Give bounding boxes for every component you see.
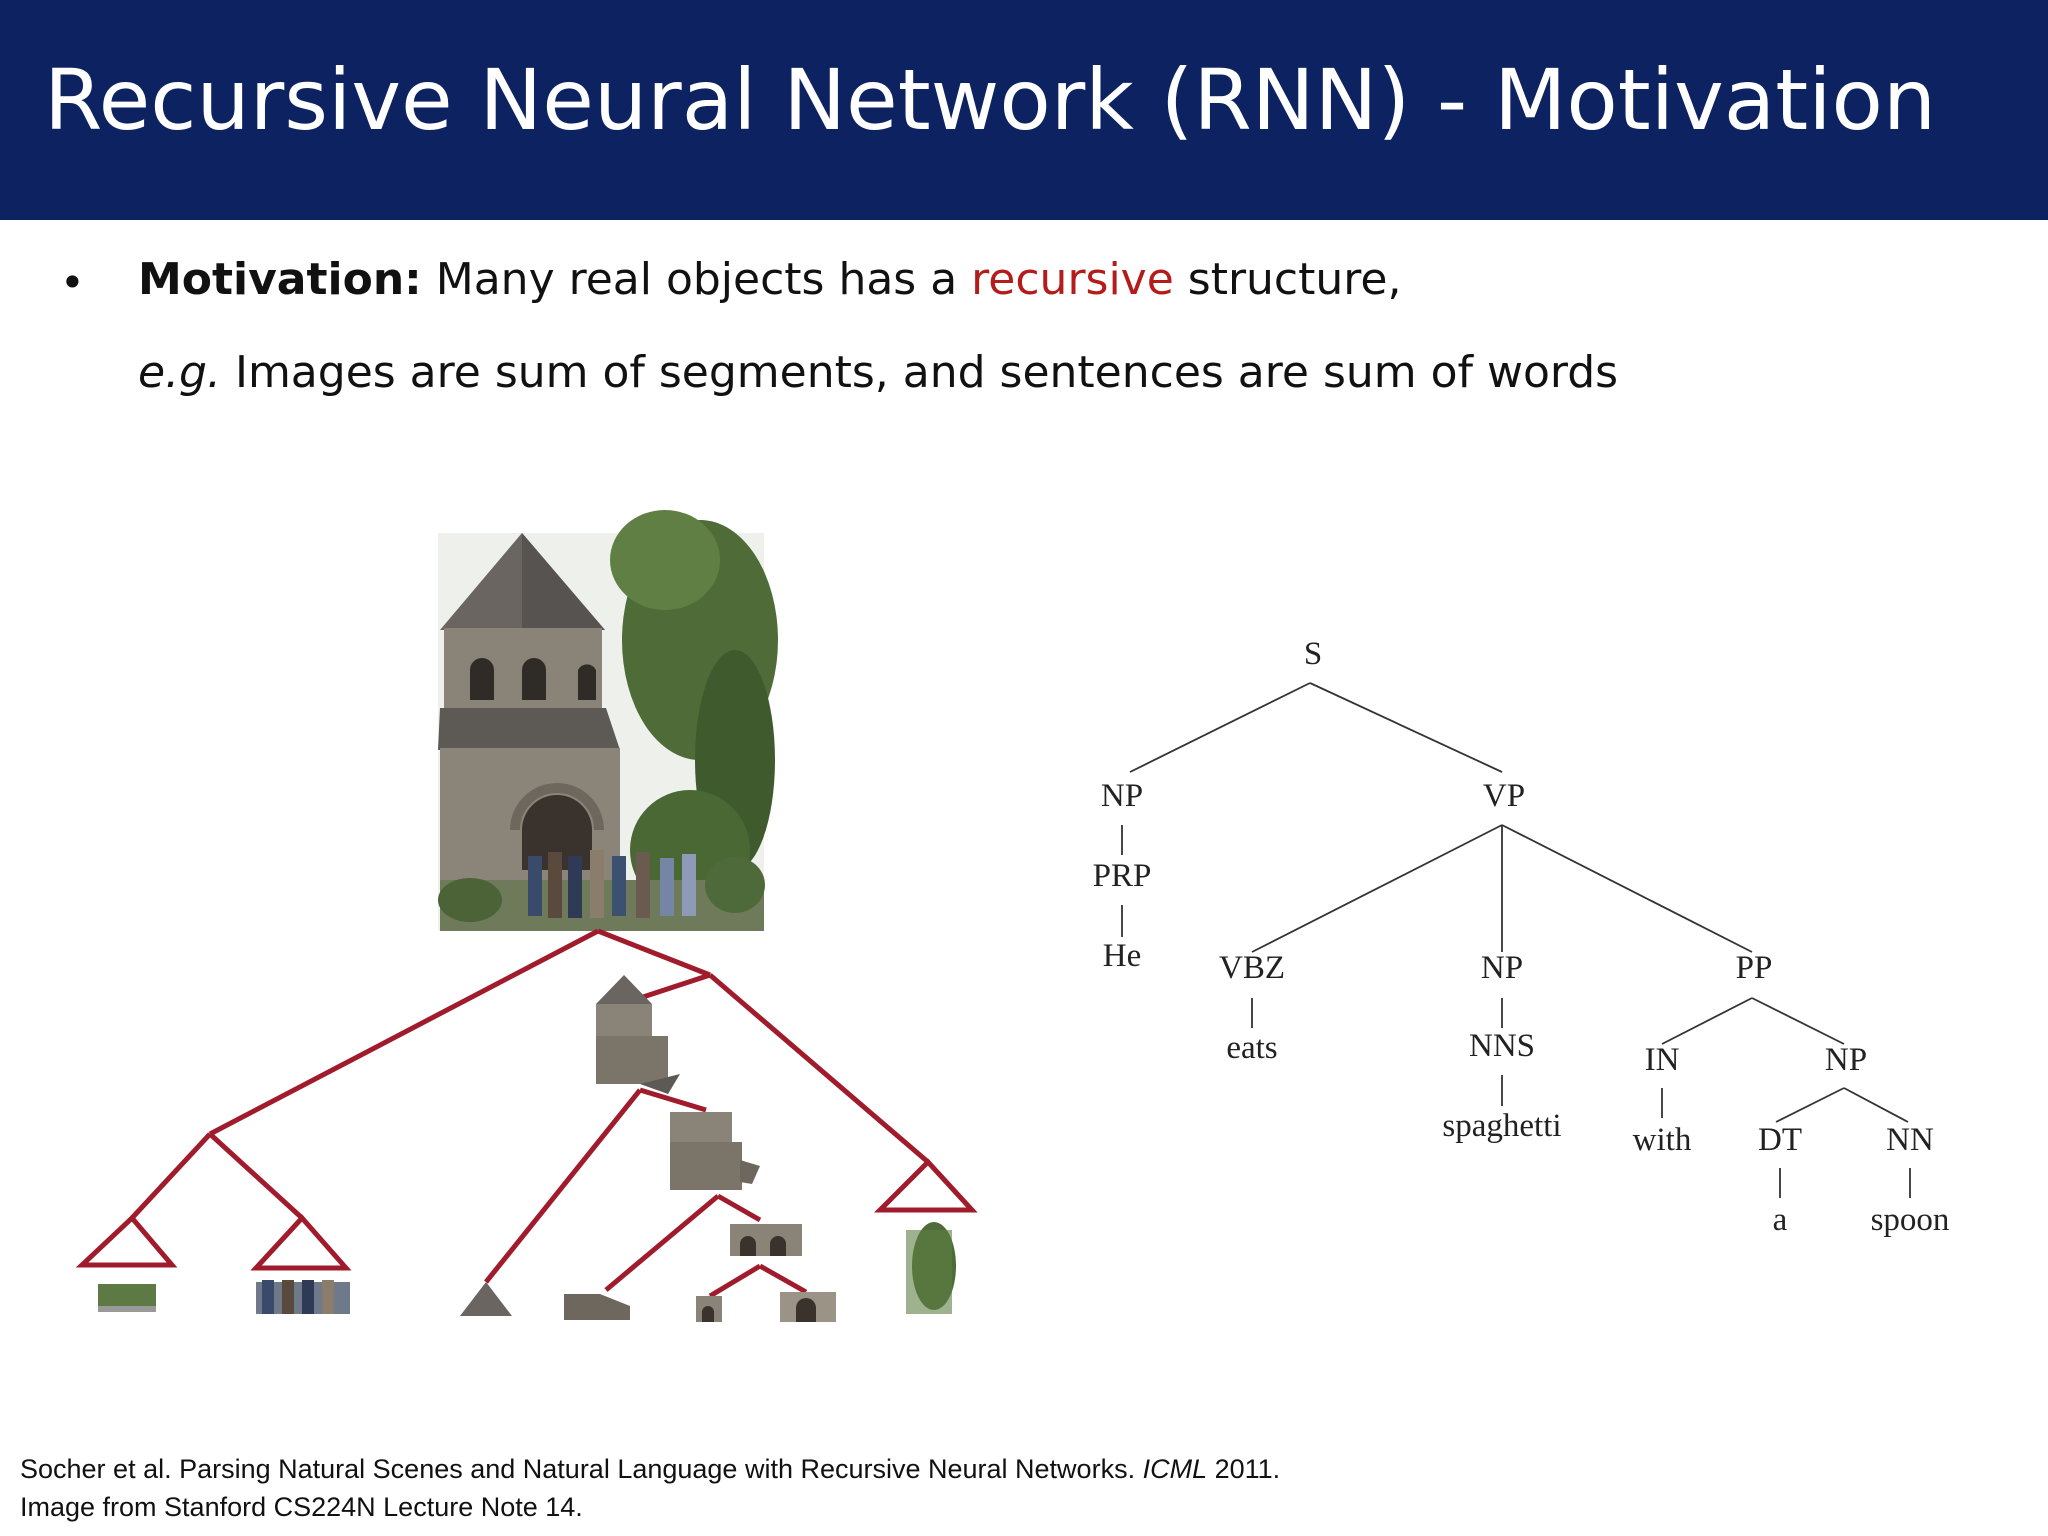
segment-tower	[596, 975, 680, 1094]
example-line: e.g. Images are sum of segments, and sen…	[138, 347, 1618, 398]
motivation-line: Motivation: Many real objects has a recu…	[138, 254, 1401, 305]
segment-people	[256, 1280, 350, 1314]
node-s: S	[1304, 636, 1322, 672]
word-a: a	[1773, 1202, 1788, 1238]
slide-title: Recursive Neural Network (RNN) - Motivat…	[44, 51, 1937, 149]
node-prp: PRP	[1093, 858, 1152, 894]
node-vbz: VBZ	[1219, 950, 1285, 986]
segment-arch	[730, 1224, 802, 1256]
recursive-highlight: recursive	[971, 254, 1174, 305]
segment-roof	[564, 1294, 630, 1320]
scene-segment-tree	[75, 928, 978, 1299]
segment-wide-arch	[780, 1292, 836, 1322]
segment-grass	[98, 1284, 156, 1312]
segment-cone	[460, 1282, 512, 1316]
node-pp: PP	[1736, 950, 1773, 986]
segment-body	[670, 1112, 760, 1190]
parse-tree-edges	[1121, 682, 1911, 1198]
citation-line: Socher et al. Parsing Natural Scenes and…	[20, 1450, 1280, 1488]
word-spoon: spoon	[1871, 1202, 1950, 1238]
segment-tree-foliage	[906, 1222, 956, 1314]
node-dt: DT	[1758, 1122, 1802, 1158]
bullet-icon: •	[60, 258, 85, 307]
citation-year: 2011.	[1207, 1454, 1281, 1484]
word-he: He	[1103, 938, 1141, 974]
node-in: IN	[1645, 1042, 1680, 1078]
citation-venue: ICML	[1142, 1454, 1208, 1484]
segment-small-arch	[696, 1296, 722, 1322]
church-scene-image	[438, 510, 778, 931]
node-np-pp: NP	[1825, 1042, 1867, 1078]
node-nns: NNS	[1469, 1028, 1535, 1064]
parse-tree-labels: S NP VP PRP He VBZ eats NP NNS spaghetti…	[1093, 636, 1950, 1238]
word-eats: eats	[1226, 1030, 1277, 1066]
eg-label: e.g.	[138, 347, 221, 398]
word-with: with	[1633, 1122, 1692, 1158]
header-bar: Recursive Neural Network (RNN) - Motivat…	[0, 0, 2048, 220]
word-spaghetti: spaghetti	[1442, 1108, 1561, 1144]
example-text: Images are sum of segments, and sentence…	[220, 347, 1619, 398]
image-source-line: Image from Stanford CS224N Lecture Note …	[20, 1492, 583, 1522]
node-vp: VP	[1483, 778, 1525, 814]
node-np-object: NP	[1481, 950, 1523, 986]
citation-text: Socher et al. Parsing Natural Scenes and…	[20, 1454, 1143, 1484]
node-nn: NN	[1886, 1122, 1934, 1158]
motivation-label: Motivation:	[138, 254, 422, 305]
motivation-text-post: structure,	[1173, 254, 1402, 305]
segment-thumbnails	[98, 975, 956, 1322]
citation-caption: Socher et al. Parsing Natural Scenes and…	[20, 1450, 1280, 1526]
motivation-text-pre: Many real objects has a	[421, 254, 972, 305]
node-np-subject: NP	[1101, 778, 1143, 814]
